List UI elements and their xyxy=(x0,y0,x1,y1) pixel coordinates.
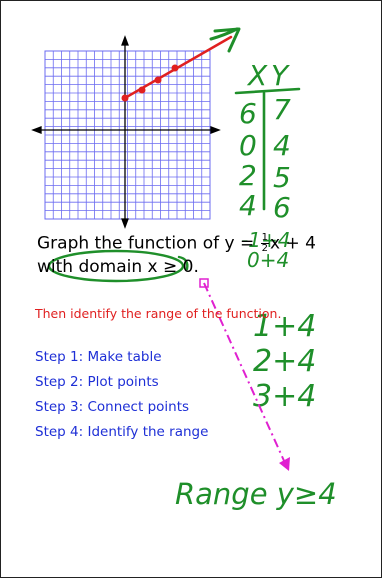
ray-arrow-stroke xyxy=(209,27,239,41)
range-arrow-start-handle xyxy=(199,278,209,288)
y-axis-arrow-up xyxy=(121,35,129,46)
table-x-4: 4 xyxy=(239,189,257,222)
x-axis-arrow-right xyxy=(210,126,221,134)
plot-point xyxy=(138,86,146,94)
coordinate-grid xyxy=(44,50,211,220)
problem-domain: domain x ≥ 0. xyxy=(78,257,199,277)
range-arrow-line xyxy=(203,282,286,464)
x-axis-arrow-left xyxy=(31,126,42,134)
table-x-3: 2 xyxy=(239,159,257,192)
step-4: Step 4: Identify the range xyxy=(35,424,209,440)
fraction-denominator: 2 xyxy=(261,243,268,254)
problem-line-2-prefix: with xyxy=(37,257,79,277)
side-work-2: 2+4 xyxy=(253,344,316,379)
table-y-2: 4 xyxy=(273,129,291,162)
side-work-1: 1+4 xyxy=(253,309,316,344)
problem-line-2: with domain x ≥ 0. xyxy=(37,257,199,277)
axes xyxy=(31,35,221,229)
table-y-1: 7 xyxy=(273,93,291,126)
problem-line-1-suffix: x + 4 xyxy=(269,233,316,254)
range-arrow-head xyxy=(279,457,290,471)
step-2: Step 2: Plot points xyxy=(35,374,159,390)
range-answer: Range y≥4 xyxy=(175,477,337,511)
ray-arrowhead xyxy=(213,27,241,53)
domain-circle xyxy=(47,249,185,283)
table-divider-horizontal xyxy=(234,87,301,95)
table-header-y: Y xyxy=(271,59,290,92)
handwritten-table-text: X Y 6 0 2 4 7 4 5 6 -1+4 0+4 1+4 2+4 3+4… xyxy=(175,59,337,511)
step-3: Step 3: Connect points xyxy=(35,399,190,415)
table-header-x: X xyxy=(246,59,268,92)
plot-point xyxy=(121,94,129,102)
table-y-3: 5 xyxy=(273,161,291,194)
problem-line-1-prefix: Graph the function of y = xyxy=(37,233,260,254)
table-x-1: 6 xyxy=(239,97,257,130)
plotted-ray xyxy=(121,27,241,102)
work-line-2: 0+4 xyxy=(247,248,289,272)
fraction-numerator: 1 xyxy=(260,232,269,244)
step-1: Step 1: Make table xyxy=(35,349,162,365)
table-y-4: 6 xyxy=(273,191,291,224)
y-axis-arrow-down xyxy=(121,218,129,229)
domain-circle-tail xyxy=(177,255,189,271)
handwritten-table xyxy=(234,87,301,211)
side-work-3: 3+4 xyxy=(253,379,316,414)
plot-point xyxy=(171,64,179,72)
plot-point xyxy=(154,76,162,84)
work-line-1: -1+4 xyxy=(241,228,290,252)
grid-lines xyxy=(45,51,210,219)
range-arrow xyxy=(199,278,290,471)
instruction-text: Then identify the range of the function. xyxy=(35,306,282,321)
table-x-2: 0 xyxy=(239,129,257,162)
